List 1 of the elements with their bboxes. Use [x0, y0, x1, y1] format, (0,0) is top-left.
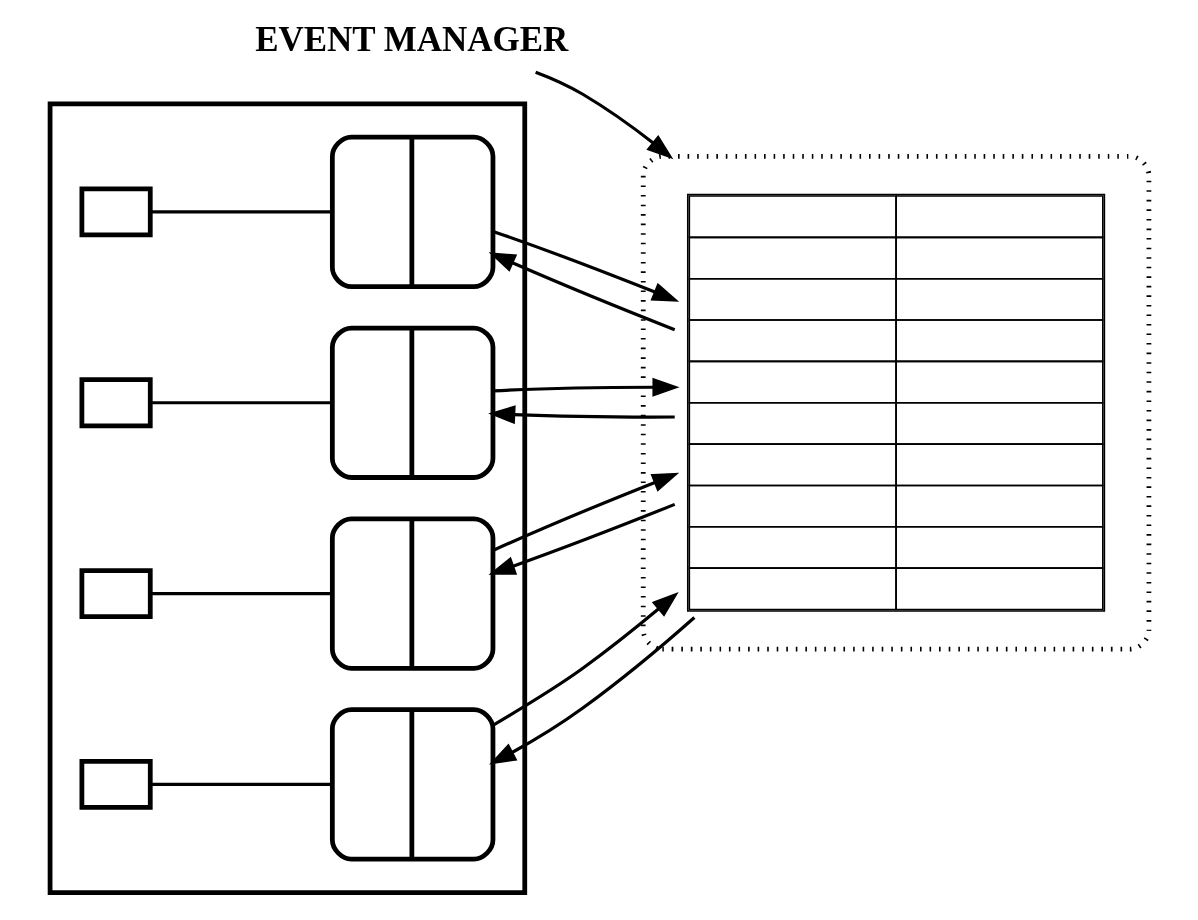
- node-text: EVENT MANAGER: [254, 19, 568, 59]
